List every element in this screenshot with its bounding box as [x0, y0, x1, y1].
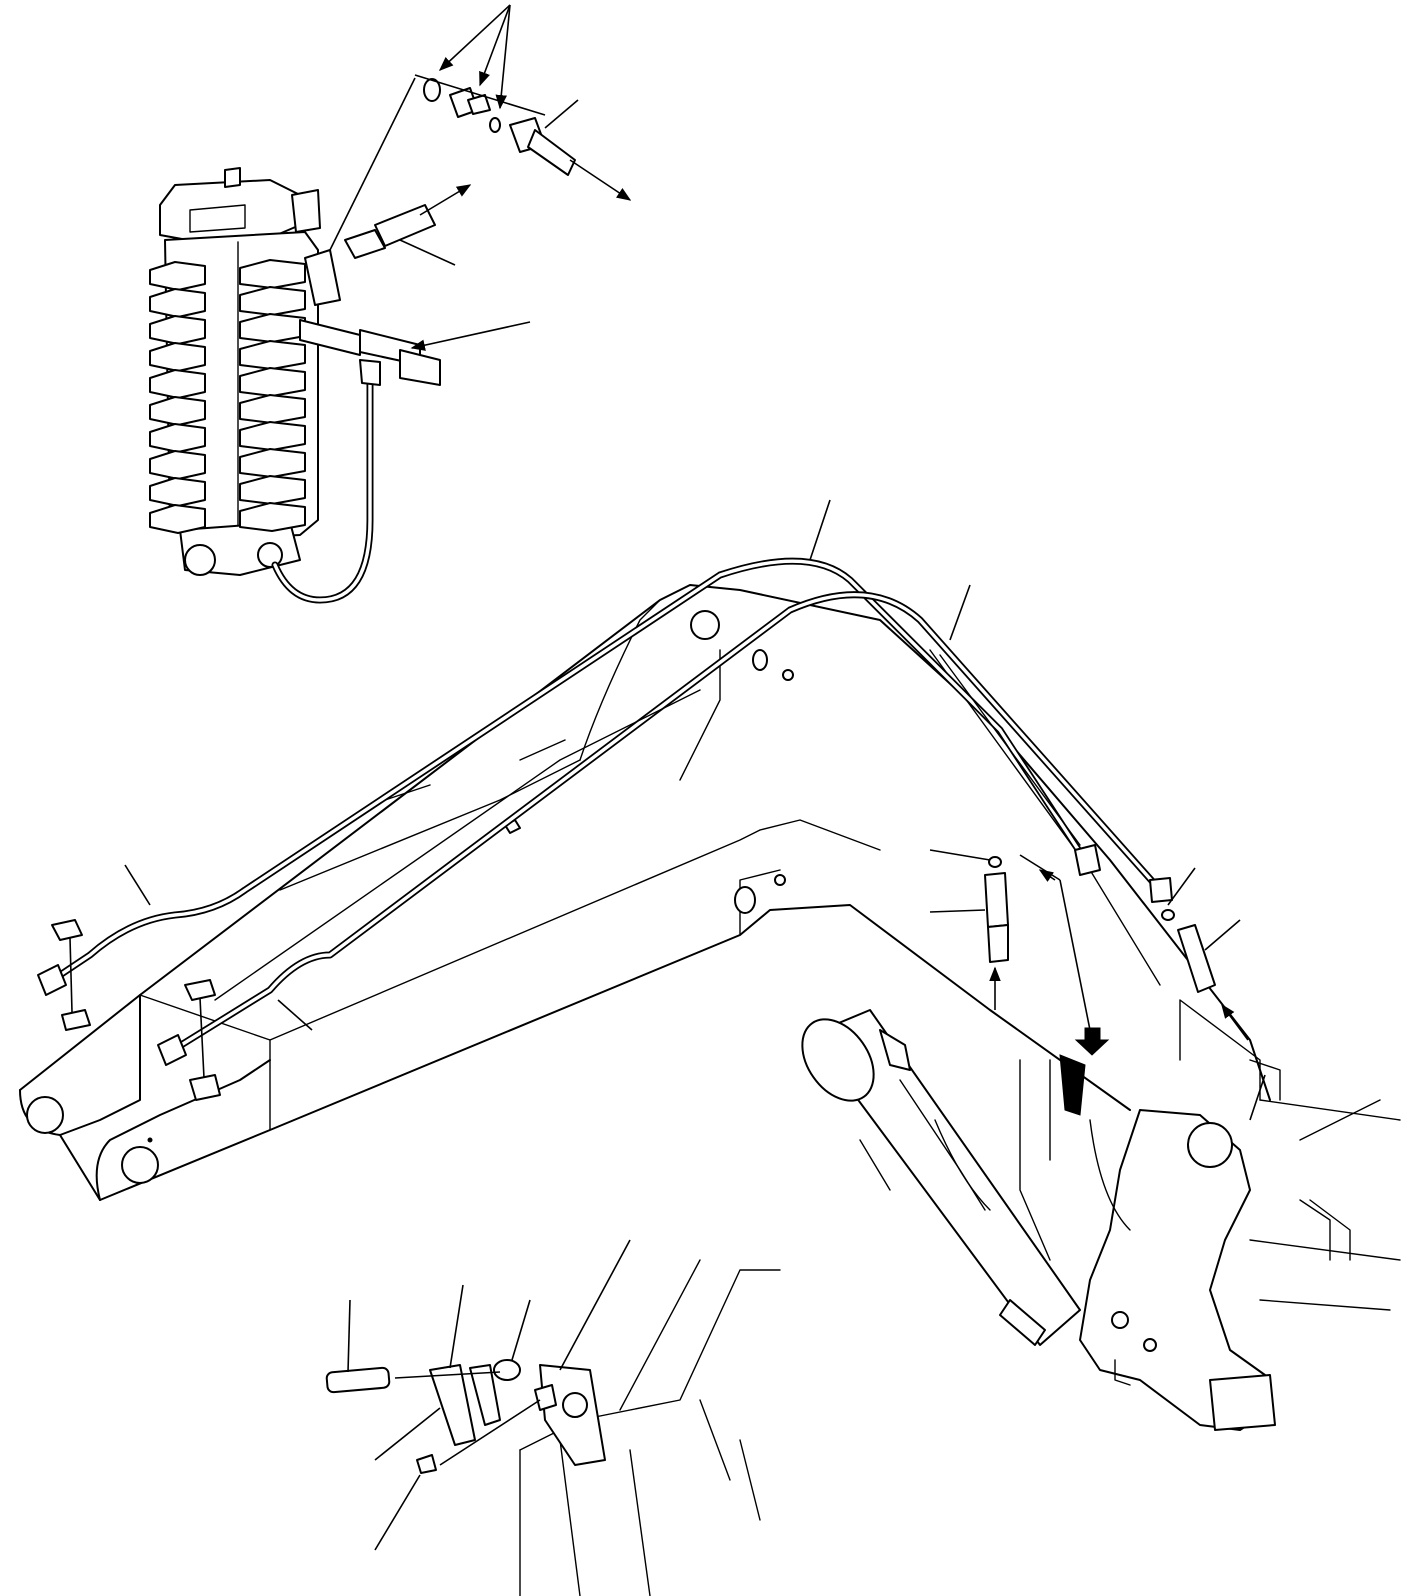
swing-bracket [1019, 999, 1401, 1431]
direction-arrow [410, 321, 531, 351]
leader-line [124, 864, 151, 906]
direction-arrow [1221, 1003, 1249, 1041]
view-direction-arrow [1074, 1027, 1110, 1056]
valve-spool-right [239, 286, 306, 316]
valve-spool-right [239, 502, 306, 532]
leader-line [347, 1299, 351, 1373]
direction-arrow [438, 4, 511, 71]
tee-fitting [299, 249, 441, 386]
valve-spool-right [239, 475, 306, 505]
cylinder-end-fittings [984, 856, 1216, 993]
leader-line [449, 1284, 464, 1369]
hose-fitting-upper [344, 204, 436, 259]
valve-spool-left [149, 342, 206, 372]
valve-spool-left [149, 450, 206, 480]
boom-pipe-shadow [214, 654, 1081, 1001]
valve-spool-right [239, 394, 306, 424]
leader-line [1167, 867, 1196, 906]
exploded-parts-top [423, 78, 576, 176]
leader-line [949, 584, 971, 641]
leader-line [1249, 1074, 1266, 1121]
boom-cylinder [801, 1009, 1081, 1346]
leader-line [1059, 879, 1091, 1031]
direction-arrow [419, 184, 472, 216]
leader-line [374, 1407, 441, 1461]
pipe-end-fittings [37, 844, 1173, 1066]
leader-line [277, 999, 313, 1031]
leader-line [414, 74, 546, 116]
leader-line [929, 849, 991, 861]
leader-line [511, 1299, 531, 1361]
valve-spool-left [149, 423, 206, 453]
leader-line [1019, 854, 1061, 881]
boom-pipe-b [161, 591, 1164, 1059]
boom-pipe-a [41, 557, 1089, 989]
direction-arrow [569, 159, 632, 201]
direction-arrow [495, 4, 511, 110]
valve-spool-right [239, 421, 306, 451]
valve-spool-right [239, 340, 306, 370]
direction-arrow [479, 4, 511, 87]
leader-line [399, 239, 456, 266]
valve-spool-left [149, 261, 206, 291]
leader-lines [124, 74, 1266, 1551]
leader-line [374, 1474, 421, 1551]
direction-arrow [1038, 869, 1056, 882]
leader-line [559, 1239, 631, 1371]
valve-spool-left [149, 477, 206, 507]
boom-outline [19, 584, 1271, 1201]
valve-spool-right [239, 367, 306, 397]
pipe-clamps [51, 919, 221, 1101]
leader-line [329, 77, 416, 251]
leader-line [1204, 919, 1241, 951]
direction-arrows [410, 4, 1249, 1041]
valve-spool-group [149, 259, 306, 534]
leader-line [544, 99, 579, 129]
valve-spool-right [239, 448, 306, 478]
leader-line [929, 909, 986, 913]
valve-spool-left [149, 396, 206, 426]
valve-spool-right [239, 259, 306, 289]
valve-spool-left [149, 369, 206, 399]
valve-spool-left [149, 315, 206, 345]
pin-detail-inset [325, 1259, 781, 1596]
pilot-hose [271, 371, 374, 604]
valve-spool-left [149, 504, 206, 534]
leader-line [809, 499, 831, 561]
valve-spool-left [149, 288, 206, 318]
